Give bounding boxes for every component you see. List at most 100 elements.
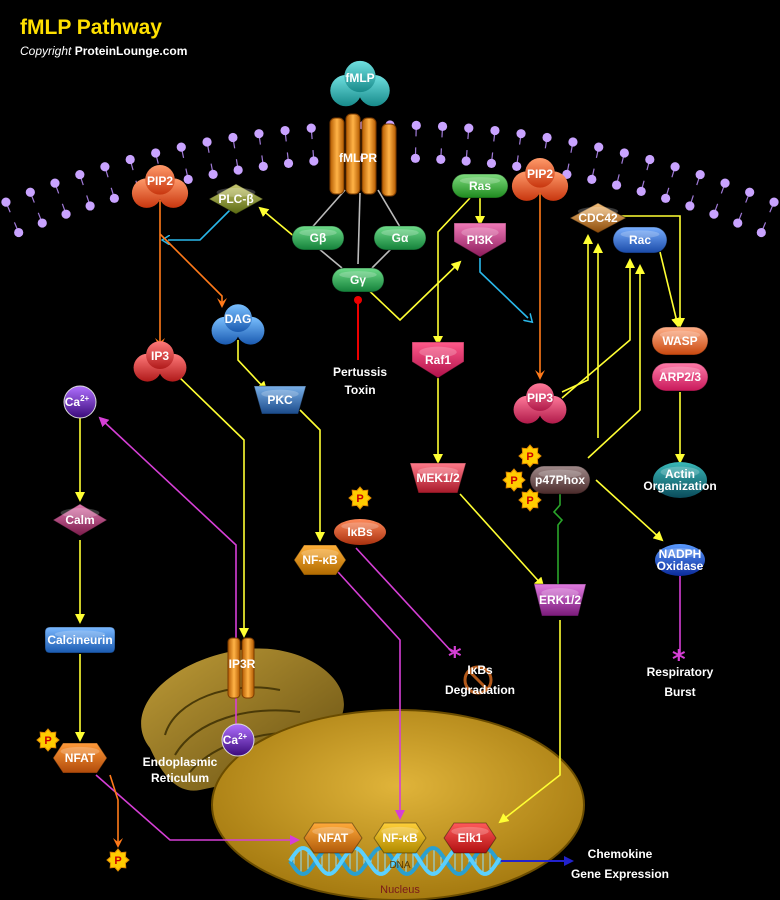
gb-node-label: Gβ	[310, 231, 327, 245]
chemokine-label-2: Gene Expression	[571, 867, 669, 881]
pip2-left-node-label: PIP2	[147, 174, 173, 188]
copyright-site: ProteinLounge.com	[75, 44, 188, 58]
nfkb-nuclear-node-label: NF-κB	[382, 831, 418, 845]
pip2-right-node-label: PIP2	[527, 167, 553, 181]
edges	[75, 189, 685, 866]
ras-node[interactable]: Ras	[451, 173, 509, 199]
calm-node-label: Calm	[65, 513, 94, 527]
pertussis-label-2: Toxin	[344, 383, 375, 397]
dna-label: DNA	[389, 860, 410, 871]
rac-node[interactable]: Rac	[612, 226, 668, 254]
dag-node-label: DAG	[225, 312, 252, 326]
page-title: fMLP Pathway	[20, 16, 162, 39]
cell-membrane	[1, 120, 779, 238]
ras-node-label: Ras	[469, 179, 491, 193]
mek-node-label: MEK1/2	[416, 471, 460, 485]
p47phox-node[interactable]: p47Phox	[529, 465, 591, 495]
ca-er-node[interactable]: Ca2+	[221, 723, 255, 757]
pkc-node-label: PKC	[267, 393, 293, 407]
ip3r-channel[interactable]: IP3R	[227, 637, 256, 699]
chemokine-label-1: Chemokine	[588, 847, 653, 861]
calcineurin-node-label: Calcineurin	[47, 633, 112, 647]
pkc-node[interactable]: PKC	[253, 385, 307, 415]
phospho-p47-1-label: P	[526, 451, 533, 463]
elk1-nuclear-node[interactable]: Elk1	[443, 822, 497, 854]
erk-node[interactable]: ERK1/2	[533, 583, 587, 617]
fmlpr-receptor[interactable]: fMLPR	[329, 113, 397, 197]
nfat-node[interactable]: NFAT	[52, 742, 108, 774]
pertussis-inhibition-head	[354, 296, 362, 304]
ikbs-degradation-label-2: Degradation	[445, 683, 515, 697]
phospho-nfat-label: P	[44, 735, 51, 747]
copyright-prefix: Copyright	[20, 44, 75, 58]
wasp-node[interactable]: WASP	[651, 326, 709, 356]
phospho-p47-3: P	[518, 488, 542, 512]
nadph-node-label-2: Oxidase	[657, 559, 704, 573]
degradation-asterisk: *	[448, 642, 462, 672]
respiratory-burst-label-2: Burst	[664, 685, 695, 699]
respiratory-burst-label-1: Respiratory	[647, 665, 714, 679]
pip2-right-node[interactable]: PIP2	[511, 158, 569, 201]
pi3k-node-label: PI3K	[467, 233, 494, 247]
ikbs-node[interactable]: IκBs	[334, 519, 386, 545]
cdc42-node[interactable]: CDC42	[568, 202, 628, 234]
mek-node[interactable]: MEK1/2	[409, 462, 467, 494]
gb-node[interactable]: Gβ	[291, 225, 345, 251]
gg-node[interactable]: Gγ	[331, 267, 385, 293]
plcb-node[interactable]: PLC-β	[207, 183, 265, 215]
pi3k-node[interactable]: PI3K	[453, 222, 507, 258]
nfat-nuclear-node[interactable]: NFAT	[303, 822, 363, 854]
phospho-p47-2-label: P	[510, 475, 517, 487]
nucleus	[211, 709, 585, 900]
respiratory-asterisk: *	[672, 645, 686, 675]
pertussis-label-1: Pertussis	[333, 365, 387, 379]
copyright: Copyright ProteinLounge.com	[20, 44, 187, 58]
arp23-node-label: ARP2/3	[659, 370, 701, 384]
nfat-nuclear-node-label: NFAT	[318, 831, 349, 845]
ikbs-degradation-label-1: IκBs	[467, 663, 493, 677]
phospho-ikbs-label: P	[356, 493, 363, 505]
pip3-node[interactable]: PIP3	[513, 383, 567, 424]
phospho-nfat: P	[36, 728, 60, 752]
ca-top-node-sup: 2+	[80, 394, 89, 403]
ga-node[interactable]: Gα	[373, 225, 427, 251]
pip2-left-node[interactable]: PIP2	[131, 165, 189, 208]
er-label-2: Reticulum	[151, 771, 209, 785]
phospho-p47-3-label: P	[526, 495, 533, 507]
cdc42-node-label: CDC42	[578, 211, 618, 225]
raf1-node[interactable]: Raf1	[411, 341, 465, 379]
ca-top-node[interactable]: Ca2+	[63, 385, 97, 419]
phospho-nfat-out: P	[106, 848, 130, 872]
ip3-node[interactable]: IP3	[133, 341, 187, 382]
nfkb-node-label: NF-κB	[302, 553, 338, 567]
phospho-p47-2: P	[502, 468, 526, 492]
wasp-node-label: WASP	[662, 334, 697, 348]
erk-node-label: ERK1/2	[539, 593, 581, 607]
ikbs-node-label: IκBs	[347, 525, 373, 539]
dag-node[interactable]: DAG	[211, 304, 265, 345]
fmlpr-label: fMLPR	[339, 151, 377, 165]
arp23-node[interactable]: ARP2/3	[651, 362, 709, 392]
no-entry-icon	[463, 665, 493, 695]
ga-node-label: Gα	[392, 231, 409, 245]
nfkb-nuclear-node[interactable]: NF-κB	[373, 822, 427, 854]
ip3r-label: IP3R	[229, 657, 256, 671]
raf1-node-label: Raf1	[425, 353, 451, 367]
phospho-ikbs: P	[348, 486, 372, 510]
nadph-node-label-1: NADPH	[659, 547, 702, 561]
actin-node-label-1: Actin	[665, 467, 695, 481]
plcb-node-label: PLC-β	[218, 192, 253, 206]
rac-node-label: Rac	[629, 233, 651, 247]
phospho-p47-1: P	[518, 444, 542, 468]
fmlp-node[interactable]: fMLP	[330, 60, 390, 107]
nfat-node-label: NFAT	[65, 751, 96, 765]
p47phox-node-label: p47Phox	[535, 473, 585, 487]
ip3-node-label: IP3	[151, 349, 169, 363]
calcineurin-node[interactable]: Calcineurin	[44, 626, 116, 654]
nfkb-node[interactable]: NF-κB	[293, 544, 347, 576]
calm-node[interactable]: Calm	[52, 503, 108, 537]
